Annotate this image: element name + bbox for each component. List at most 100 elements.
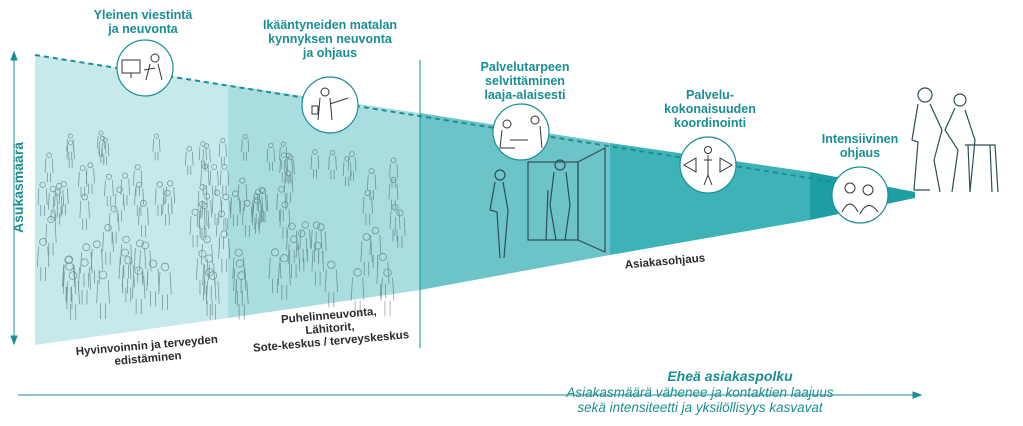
crowd-person-head: [205, 268, 214, 277]
crowd-person-head: [390, 176, 397, 183]
walker-illustration: [911, 87, 999, 193]
crowd-person-body: [205, 280, 220, 320]
crowd-person-head: [371, 226, 380, 235]
crowd-person-body: [230, 197, 241, 227]
crowd-person-head: [312, 221, 321, 229]
crowd-person-head: [67, 133, 73, 139]
crowd-person-head: [39, 181, 46, 188]
crowd-person-head: [280, 152, 287, 159]
crowd-person-body: [138, 207, 149, 238]
crowd-person-head: [68, 140, 74, 146]
crowd-person-head: [270, 248, 279, 257]
crowd-person-head: [104, 223, 112, 232]
crowd-person-body: [37, 188, 48, 216]
crowd-person-head: [80, 258, 89, 267]
crowd-person-head: [222, 193, 230, 201]
crowd-person-body: [202, 263, 216, 301]
crowd-person-head: [81, 193, 88, 201]
crowd-person-head: [39, 237, 47, 246]
crowd-person-body: [185, 151, 194, 175]
crowd-person-body: [211, 196, 223, 225]
crowd-person-head: [268, 142, 274, 149]
crowd-person-head: [239, 177, 246, 184]
crowd-person-body: [266, 148, 276, 171]
crowd-person-head: [234, 248, 243, 257]
crowd-person-body: [77, 267, 92, 305]
crowd-person-body: [154, 188, 165, 216]
crowd-person-body: [102, 232, 114, 265]
crowd-person-head: [353, 268, 362, 277]
crowd-person-body: [268, 257, 282, 294]
crowd-person-body: [162, 196, 173, 226]
crowd-person-head: [280, 141, 286, 147]
crowd-person-head: [213, 189, 221, 196]
crowd-person-head: [220, 137, 226, 144]
crowd-person-body: [220, 200, 232, 230]
crowd-person-head: [134, 266, 143, 275]
crowd-person-head: [237, 271, 247, 280]
crowd-person-body: [200, 169, 210, 196]
crowd-person-head: [136, 239, 144, 248]
crowd-person-body: [66, 138, 75, 161]
crowd-person-head: [390, 157, 397, 164]
crowd-person-body: [133, 248, 147, 283]
crowd-person-head: [391, 203, 399, 211]
crowd-person-body: [369, 235, 382, 269]
crowd-person-body: [310, 155, 320, 179]
crowd-person-body: [233, 268, 247, 306]
crowd-person-head: [148, 259, 158, 268]
crowd-person-head: [160, 262, 170, 272]
crowd-person-head: [287, 154, 294, 161]
crowd-person-head: [235, 259, 244, 268]
crowd-person-body: [54, 189, 65, 218]
crowd-person-head: [87, 162, 94, 169]
crowd-person-body: [118, 257, 132, 294]
crowd-person-body: [198, 146, 208, 170]
crowd-person-head: [164, 189, 171, 197]
y-axis-label: Asukasmäärä: [10, 141, 26, 233]
crowd-person-body: [234, 280, 249, 320]
crowd-person-body: [350, 277, 365, 316]
crowd-person-head: [55, 182, 63, 190]
crowd-person-head: [122, 235, 130, 244]
presenter-icon: [301, 76, 359, 134]
crowd-person-body: [389, 211, 401, 242]
crowd-person-head: [203, 235, 211, 244]
crowd-person-body: [295, 237, 308, 272]
crowd-person-body: [62, 264, 76, 302]
crowd-person-body: [237, 184, 248, 212]
crowd-person-body: [219, 170, 230, 196]
crowd-person-body: [96, 280, 110, 319]
crowd-person-head: [288, 222, 296, 230]
crowd-person-body: [197, 190, 208, 219]
crowd-person-head: [105, 173, 112, 180]
crowd-person-head: [396, 209, 404, 217]
crowd-person-body: [283, 176, 294, 203]
crowd-person-body: [380, 277, 395, 317]
crowd-person-body: [201, 200, 212, 230]
crowd-person-head: [220, 230, 228, 239]
crowd-person-body: [324, 269, 338, 308]
crowd-person-head: [153, 133, 159, 139]
crowd-person-head: [134, 164, 141, 171]
crowd-person-body: [360, 241, 373, 276]
funnel-segment-1: [35, 55, 228, 345]
crowd-person-body: [66, 280, 80, 320]
crowd-person-head: [167, 180, 174, 187]
crowd-person-head: [49, 185, 57, 193]
crowd-person-head: [64, 255, 73, 264]
crowd-person-body: [195, 258, 209, 295]
crowd-person-head: [364, 189, 371, 197]
crowd-person-head: [116, 186, 123, 193]
crowd-person-head: [327, 260, 336, 269]
crowd-person-head: [200, 141, 206, 147]
path-subtitle: Asiakasmäärä vähenee ja kontaktien laaju…: [566, 385, 834, 415]
funnel-segment-4: [610, 143, 810, 255]
crowd-person-head: [211, 164, 218, 170]
crowd-person-body: [36, 246, 50, 282]
crowd-person-body: [276, 193, 287, 222]
